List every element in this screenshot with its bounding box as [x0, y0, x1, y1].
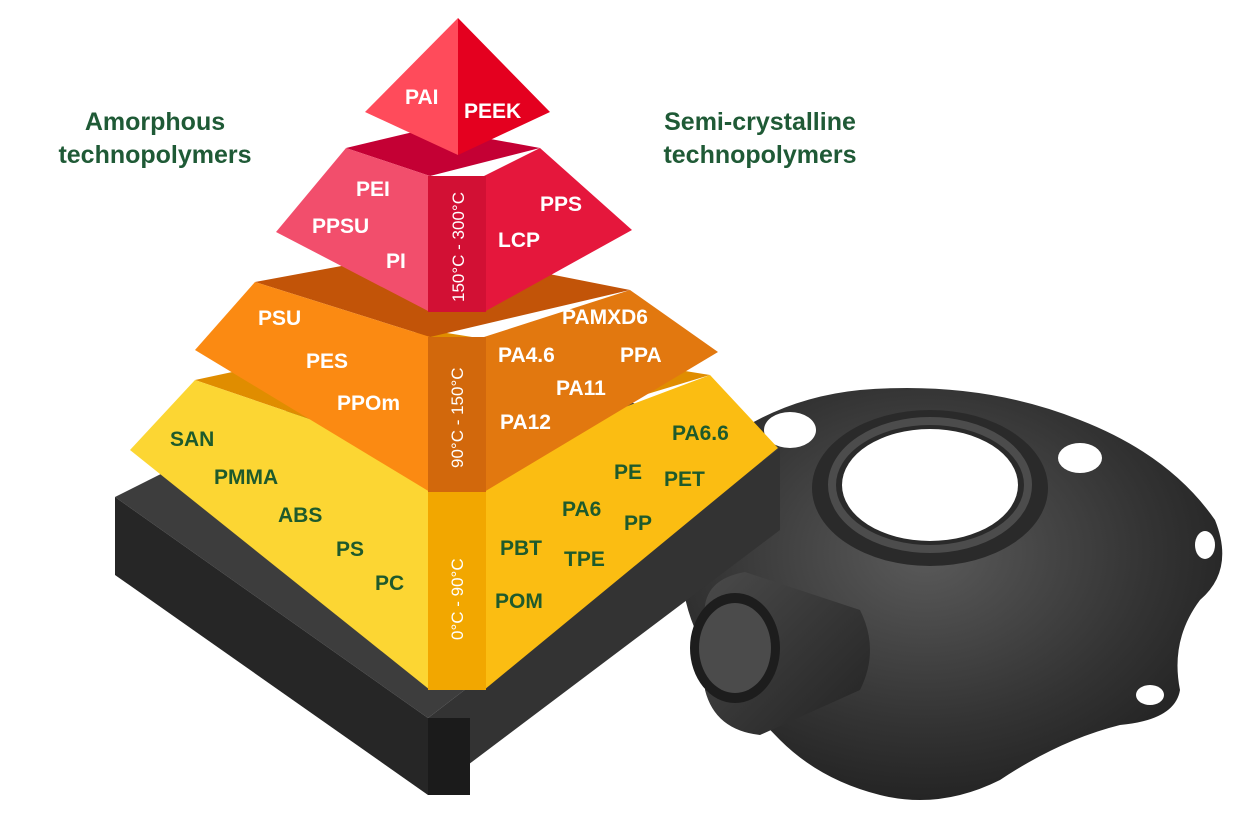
- material-label: PC: [375, 572, 404, 595]
- material-label: SAN: [170, 428, 214, 451]
- tier-top: [365, 18, 550, 155]
- material-label: PA12: [500, 411, 551, 434]
- material-label: PES: [306, 350, 348, 373]
- material-label: PP: [624, 512, 652, 535]
- material-label: PEI: [356, 178, 390, 201]
- material-label: PE: [614, 461, 642, 484]
- material-label: PPSU: [312, 215, 369, 238]
- material-label: PPOm: [337, 392, 400, 415]
- temperature-label-mid: 90°C - 150°C: [448, 367, 467, 468]
- material-label: PBT: [500, 537, 542, 560]
- material-label: PI: [386, 250, 406, 273]
- material-label: PPS: [540, 193, 582, 216]
- material-label: PAMXD6: [562, 306, 648, 329]
- temperature-label-high: 150°C - 300°C: [449, 192, 468, 302]
- material-label: LCP: [498, 229, 540, 252]
- material-label: PMMA: [214, 466, 278, 489]
- temperature-label-low: 0°C - 90°C: [448, 558, 467, 640]
- material-label: ABS: [278, 504, 322, 527]
- material-label: PA6: [562, 498, 601, 521]
- material-label: PSU: [258, 307, 301, 330]
- material-label: POM: [495, 590, 543, 613]
- material-label: PA6.6: [672, 422, 729, 445]
- material-label: PS: [336, 538, 364, 561]
- material-label: PA11: [556, 377, 606, 400]
- material-label: PA4.6: [498, 344, 555, 367]
- material-label: PPA: [620, 344, 662, 367]
- material-label: PAI: [405, 86, 438, 109]
- material-label: PEEK: [464, 100, 521, 123]
- material-label: TPE: [564, 548, 605, 571]
- material-label: PET: [664, 468, 705, 491]
